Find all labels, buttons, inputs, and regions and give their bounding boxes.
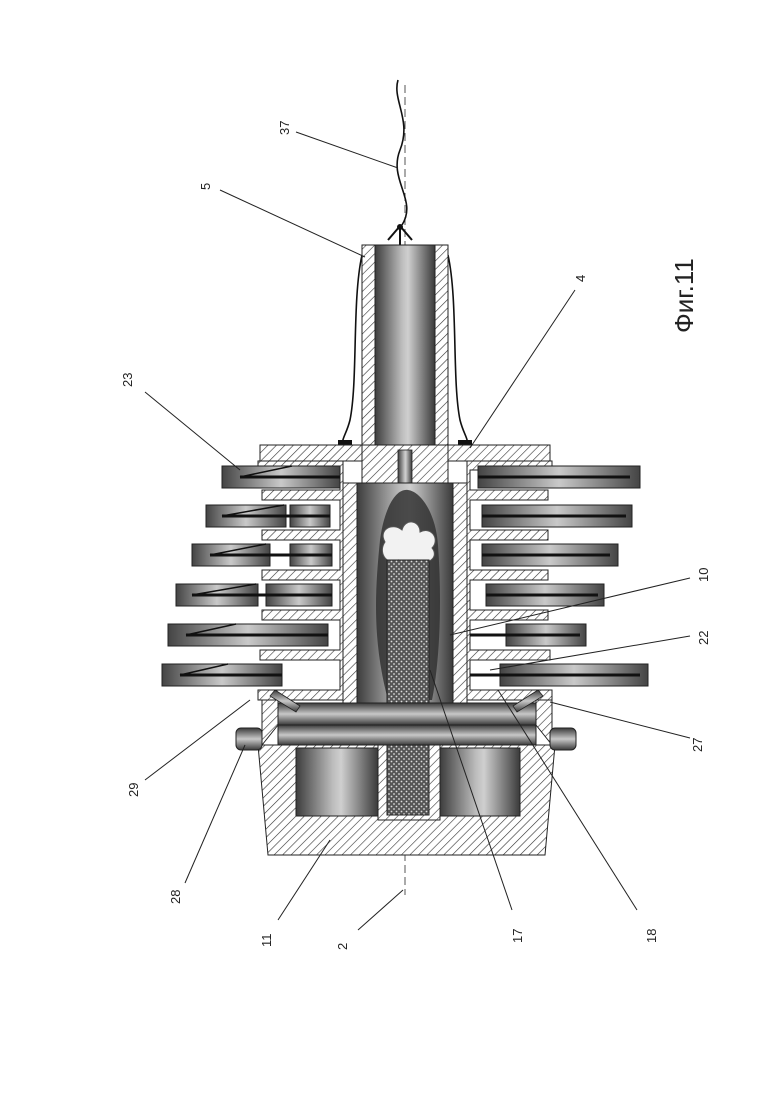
label-29: 29 [126, 783, 141, 797]
side-wire-left [343, 255, 362, 446]
housing-5-bore [375, 245, 435, 445]
label-17: 17 [510, 929, 525, 943]
label-28: 28 [168, 890, 183, 904]
lower-ring [278, 725, 536, 745]
cup-cavity-right [440, 748, 520, 816]
clamp-28-right [550, 728, 576, 750]
label-5: 5 [198, 183, 213, 190]
label-23: 23 [120, 373, 135, 387]
label-2: 2 [335, 943, 350, 950]
adapter-stem [398, 450, 412, 483]
label-10: 10 [696, 568, 711, 582]
side-wire-right [448, 255, 467, 446]
label-37: 37 [277, 121, 292, 135]
lower-housing-11 [262, 700, 278, 745]
label-11: 11 [259, 934, 274, 948]
label-4: 4 [573, 275, 588, 282]
clamp-28-left [236, 728, 262, 750]
label-27: 27 [690, 738, 705, 752]
body-wall-left-inner [343, 483, 357, 703]
wire-node [397, 224, 403, 230]
body-wall-right-inner [453, 483, 467, 703]
label-22: 22 [696, 631, 711, 645]
charge-17-lower [387, 745, 429, 815]
cup-cavity-left [296, 748, 378, 816]
figure-caption: Фиг.11 [669, 258, 699, 333]
label-18: 18 [644, 929, 659, 943]
base-plate-18 [278, 703, 536, 725]
